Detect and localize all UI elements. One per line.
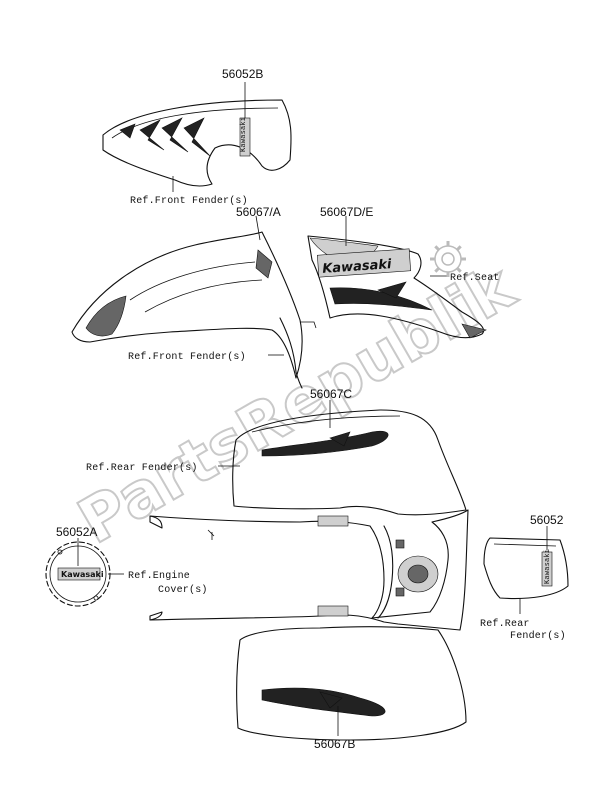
part-number-56052A[interactable]: 56052A xyxy=(56,525,97,539)
ref-rear-fender-2-line2: Fender(s) xyxy=(510,630,566,642)
part-number-56067B[interactable]: 56067B xyxy=(314,737,355,751)
rear-fender-assembly[interactable] xyxy=(149,409,469,741)
ref-seat: Ref.Seat xyxy=(450,272,500,284)
front-top-decal[interactable]: Kawasaki xyxy=(102,99,292,187)
kawasaki-logo-text: Kawasaki xyxy=(322,257,393,277)
rear-emblem-brand: Kawasaki xyxy=(544,549,552,584)
leader-56067A xyxy=(255,215,261,241)
part-number-56067DE[interactable]: 56067D/E xyxy=(320,205,373,219)
front-fender-side-decal[interactable] xyxy=(71,231,317,389)
part-number-56052B[interactable]: 56052B xyxy=(222,67,263,81)
part-number-56052[interactable]: 56052 xyxy=(530,513,564,527)
ref-front-fender-2: Ref.Front Fender(s) xyxy=(128,351,246,363)
gear-icon xyxy=(430,241,466,277)
part-number-56067A[interactable]: 56067/A xyxy=(236,205,281,219)
engine-cover-emblem[interactable]: Kawasaki xyxy=(45,541,111,607)
part-number-56067C[interactable]: 56067C xyxy=(310,387,352,401)
rear-emblem-decal[interactable]: Kawasaki xyxy=(483,537,569,599)
ref-front-fender-1: Ref.Front Fender(s) xyxy=(130,195,248,207)
engine-emblem-brand: Kawasaki xyxy=(61,570,104,579)
side-cover-decal[interactable]: Kawasaki xyxy=(307,235,487,339)
ref-rear-fender-2-line1: Ref.Rear xyxy=(480,618,530,630)
ref-engine-cover-line1: Ref.Engine xyxy=(128,570,190,582)
ref-engine-cover-line2: Cover(s) xyxy=(158,584,208,596)
ref-rear-fender-1: Ref.Rear Fender(s) xyxy=(86,462,198,474)
brand-vertical-label: Kawasaki xyxy=(240,117,248,152)
watermark-text: PartsRepublik xyxy=(66,249,528,558)
